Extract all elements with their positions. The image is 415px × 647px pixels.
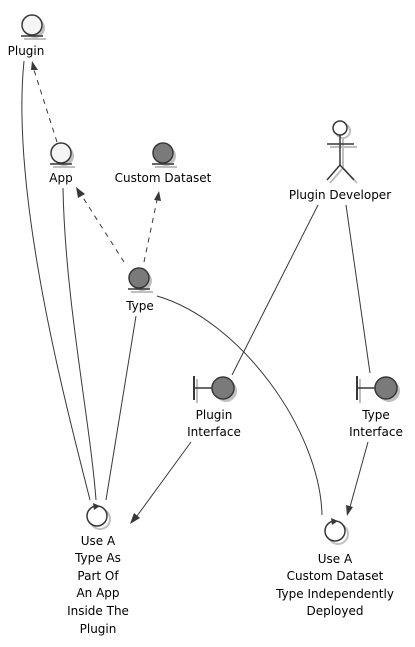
edges xyxy=(21,60,371,524)
node-plugin: Plugin xyxy=(8,14,46,58)
arrowhead-app xyxy=(76,187,85,198)
node-custom-dataset: Custom Dataset xyxy=(115,142,212,185)
control-icon xyxy=(324,518,349,545)
edge-type-interface-to-use-custom-dataset xyxy=(349,441,369,508)
plugin-interface-label-line-2: Interface xyxy=(187,425,241,439)
use-custom-dataset-label-line-3: Type Independently xyxy=(275,587,394,601)
boundary-icon xyxy=(356,376,400,403)
use-custom-dataset-label-line-2: Custom Dataset xyxy=(287,569,384,583)
edge-developer-to-type-interface xyxy=(345,204,371,374)
edge-app-to-use-type xyxy=(62,187,97,501)
node-type: Type xyxy=(125,267,154,313)
use-type-in-app-label-line-6: Plugin xyxy=(80,622,117,636)
custom-dataset-label: Custom Dataset xyxy=(115,171,212,185)
edge-type-to-use-type xyxy=(105,315,137,501)
app-label: App xyxy=(49,171,72,185)
control-icon xyxy=(86,503,111,530)
entity-icon xyxy=(21,14,46,40)
use-type-in-app-label-line-3: Part Of xyxy=(77,569,119,583)
use-type-in-app-label-line-5: Inside The xyxy=(67,604,129,618)
type-interface-label-line-1: Type xyxy=(361,408,390,422)
boundary-icon xyxy=(193,376,237,403)
edge-plugin-interface-to-use-type xyxy=(136,441,192,517)
plugin-developer-label: Plugin Developer xyxy=(289,188,391,202)
plugin-interface-label-line-1: Plugin xyxy=(196,408,233,422)
node-plugin-interface: Plugin Interface xyxy=(187,376,241,439)
type-interface-label-line-2: Interface xyxy=(349,425,403,439)
type-label: Type xyxy=(125,299,154,313)
edge-type-to-use-custom-dataset xyxy=(156,295,323,516)
entity-icon xyxy=(152,142,177,168)
edge-developer-to-plugin-interface xyxy=(231,204,319,376)
edge-type-to-app xyxy=(81,195,125,263)
plugin-label: Plugin xyxy=(8,44,45,58)
use-type-in-app-label-line-1: Use A xyxy=(81,534,116,548)
use-custom-dataset-label-line-4: Deployed xyxy=(306,604,363,618)
node-plugin-developer: Plugin Developer xyxy=(289,120,391,202)
arrowhead-custom-dataset xyxy=(154,191,161,201)
use-custom-dataset-label-line-1: Use A xyxy=(318,552,353,566)
actor-icon xyxy=(326,120,358,184)
entity-icon xyxy=(50,142,75,168)
edge-type-to-custom-dataset xyxy=(143,199,158,263)
node-app: App xyxy=(49,142,75,185)
node-use-type-in-app: Use A Type As Part Of An App Inside The … xyxy=(67,503,129,636)
use-type-in-app-label-line-2: Type As xyxy=(74,551,121,565)
node-type-interface: Type Interface xyxy=(349,376,403,439)
entity-icon xyxy=(128,267,153,293)
edge-plugin-to-use-type xyxy=(21,60,91,501)
node-use-custom-dataset: Use A Custom Dataset Type Independently … xyxy=(275,518,394,618)
arrowhead-use-custom-dataset xyxy=(346,505,353,516)
use-type-in-app-label-line-4: An App xyxy=(76,586,119,600)
edge-app-to-plugin xyxy=(33,69,58,143)
arrowhead-use-type xyxy=(130,513,140,524)
arrowhead-plugin xyxy=(31,61,38,70)
